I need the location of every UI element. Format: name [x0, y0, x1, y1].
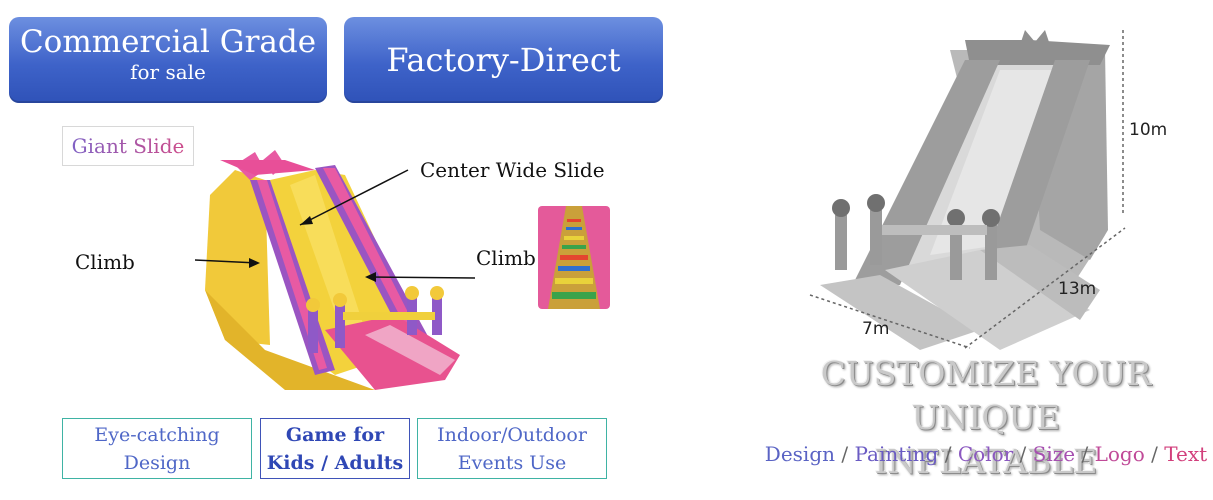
- giant-slide-image: [195, 150, 475, 390]
- width-dimension: 7m: [862, 319, 890, 339]
- climb-thumbnail-image: [538, 206, 610, 309]
- customize-line: CUSTOMIZE YOUR UNIQUE: [820, 354, 1152, 437]
- length-dimension: 13m: [1058, 279, 1097, 299]
- feature-line: Events Use: [457, 451, 567, 474]
- feature-line: Game for: [285, 423, 385, 446]
- option-design: Design: [764, 442, 836, 466]
- option-separator: /: [1081, 442, 1095, 466]
- option-separator: /: [1019, 442, 1033, 466]
- option-separator: /: [841, 442, 855, 466]
- customize-line: INFLATABLE: [874, 442, 1098, 481]
- customization-options: Design / Painting / Color / Size / Logo …: [760, 442, 1212, 466]
- feature-line: Indoor/Outdoor: [437, 423, 587, 446]
- height-dimension: 10m: [1129, 120, 1168, 140]
- custom-slide-image: [809, 30, 1126, 350]
- climb-left-callout: Climb: [75, 250, 135, 274]
- giant-slide-label: Giant Slide: [62, 126, 194, 166]
- option-painting: Painting: [854, 442, 939, 466]
- center-wide-slide-callout: Center Wide Slide: [420, 158, 605, 182]
- commercial-grade-badge: Commercial Grade for sale: [9, 17, 327, 103]
- factory-direct-badge: Factory-Direct: [344, 17, 663, 103]
- option-separator: /: [944, 442, 958, 466]
- climb-right-callout: Climb: [476, 246, 536, 270]
- option-text: Text: [1164, 442, 1208, 466]
- feature-line: Eye-catching: [94, 423, 220, 446]
- feature-line: Design: [123, 451, 191, 474]
- feature-indoor-outdoor: Indoor/Outdoor Events Use: [417, 418, 607, 479]
- commercial-grade-title: Commercial Grade: [19, 24, 317, 60]
- for-sale-subtitle: for sale: [130, 60, 206, 84]
- option-logo: Logo: [1094, 442, 1145, 466]
- feature-game-kids-adults: Game for Kids / Adults: [260, 418, 410, 479]
- feature-eye-catching-design: Eye-catching Design: [62, 418, 252, 479]
- option-color: Color: [957, 442, 1014, 466]
- option-separator: /: [1151, 442, 1165, 466]
- option-size: Size: [1032, 442, 1076, 466]
- feature-line: Kids / Adults: [266, 451, 404, 474]
- factory-direct-label: Factory-Direct: [386, 41, 621, 79]
- customize-heading: CUSTOMIZE YOUR UNIQUE INFLATABLE: [760, 352, 1212, 484]
